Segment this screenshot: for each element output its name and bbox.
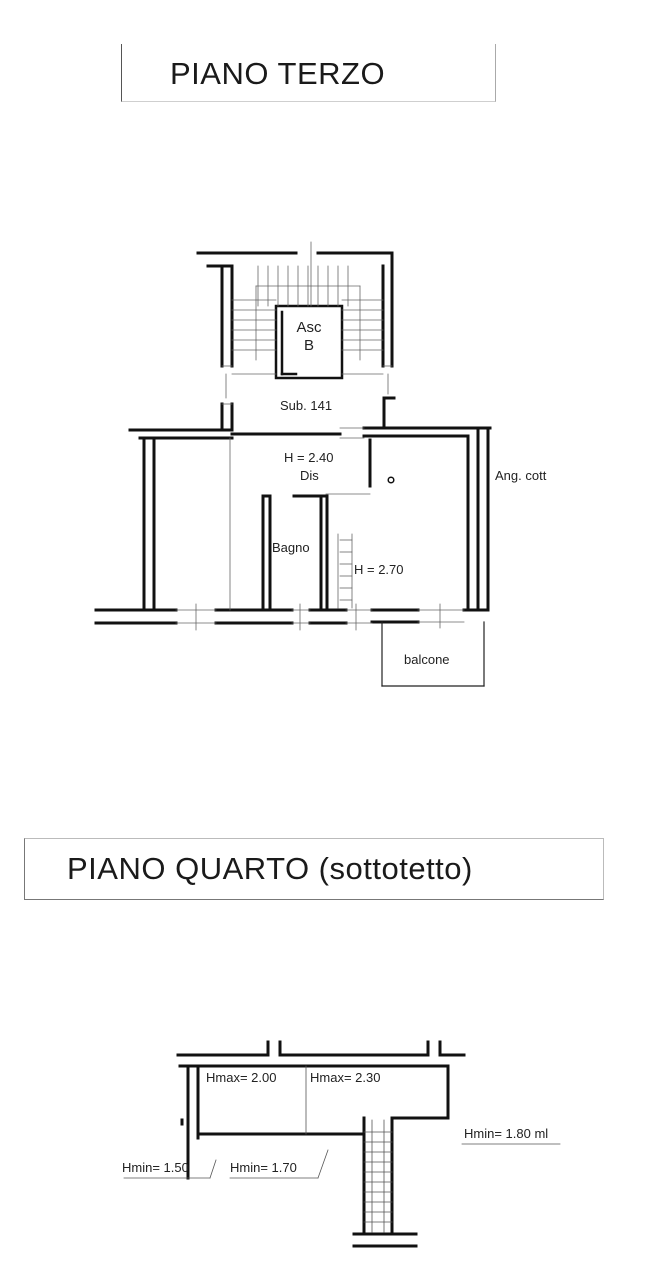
elevator-id: B [304,337,314,354]
elevator-shaft [274,304,344,380]
bathroom-label: Bagno [272,540,310,555]
kitchenette-label: Ang. cott [495,468,547,483]
attic-stair [123,1065,561,1233]
hmin-mid: Hmin= 1.70 [230,1160,297,1175]
floor3-plan [94,241,492,687]
room-height: H = 2.70 [354,562,404,577]
unit-label: Sub. 141 [280,398,332,413]
hmin-right: Hmin= 1.80 ml [464,1126,548,1141]
corridor-label: Dis [300,468,319,483]
floor4-title: PIANO QUARTO (sottotetto) [67,851,473,886]
hmax-right: Hmax= 2.30 [310,1070,380,1085]
elevator-label: Asc [296,319,322,336]
floor4-walls [176,1040,466,1248]
balcony [381,621,485,687]
floor3-walls [94,251,492,625]
drain-icon [387,476,395,484]
balcony-label: balcone [404,652,450,667]
corridor-height: H = 2.40 [284,450,334,465]
floor4-plan [123,1040,561,1248]
hmax-left: Hmax= 2.00 [206,1070,276,1085]
floor3-title: PIANO TERZO [170,56,386,91]
stair-treads [175,241,465,631]
floor3-title-box: PIANO TERZO [121,44,496,102]
floor4-title-box: PIANO QUARTO (sottotetto) [24,838,604,900]
hmin-left: Hmin= 1.50 [122,1160,189,1175]
